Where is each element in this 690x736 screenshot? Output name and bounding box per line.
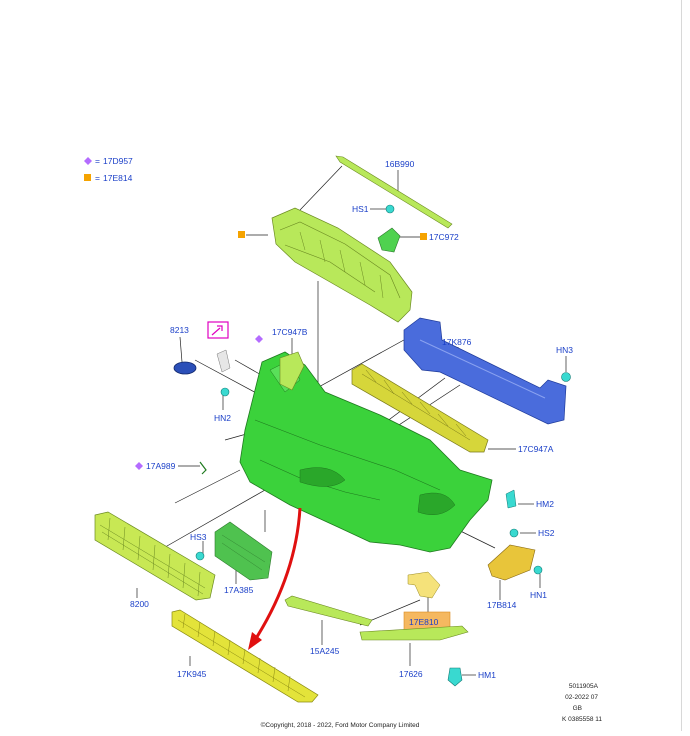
part-8213-ford-badge (173, 361, 197, 375)
label-HN2: HN2 (214, 413, 231, 423)
label-8200: 8200 (130, 599, 149, 609)
label-HS2: HS2 (538, 528, 555, 538)
part-17C947B-bracket (279, 351, 305, 391)
label-17A989: 17A989 (146, 461, 176, 471)
legend-sep-2: = (95, 173, 100, 183)
label-17E810: 17E810 (409, 617, 439, 627)
clip-HN1 (533, 565, 543, 575)
clip-HN3 (561, 372, 571, 382)
meta-region: GB (573, 705, 582, 712)
part-17E810-bracket (407, 571, 441, 599)
part-17C972-bracket (377, 227, 401, 253)
label-17626: 17626 (399, 669, 423, 679)
label-HS3: HS3 (190, 532, 207, 542)
legend-square-marker (84, 174, 91, 181)
clip-HS1 (385, 204, 395, 214)
diagram-meta: 5011905A 02-2022 07 GB K 0385558 11 (562, 683, 602, 723)
label-17C947B: 17C947B (272, 327, 308, 337)
clip-HM1 (447, 667, 463, 687)
label-17K945: 17K945 (177, 669, 207, 679)
part-17K945-grille (171, 609, 319, 703)
leader-lines (136, 165, 567, 676)
clip-HN2 (220, 387, 230, 397)
part-17K876-beam (403, 317, 567, 425)
part-15A245-strip (284, 595, 373, 627)
page-edge (681, 0, 682, 731)
meta-ref: 5011905A (569, 683, 599, 690)
marker-17D957-diamond (255, 335, 263, 343)
part-17C947A-absorber (351, 363, 489, 453)
meta-date: 02-2022 07 (565, 694, 598, 701)
label-HM1: HM1 (478, 670, 496, 680)
part-17E814-square-marker (238, 231, 245, 238)
label-HM2: HM2 (536, 499, 554, 509)
meta-code: K 0385558 11 (562, 716, 602, 723)
magenta-icon-box (207, 321, 229, 339)
label-HN1: HN1 (530, 590, 547, 600)
copyright-notice: ©Copyright, 2018 - 2022, Ford Motor Comp… (261, 721, 420, 729)
label-17A385: 17A385 (224, 585, 254, 595)
label-17C947A: 17C947A (518, 444, 554, 454)
label-HN3: HN3 (556, 345, 573, 355)
marker-17A989-diamond (135, 462, 143, 470)
clip-HS2 (509, 528, 519, 538)
label-16B990: 16B990 (385, 159, 415, 169)
legend-sep-1: = (95, 156, 100, 166)
label-17C972: 17C972 (429, 232, 459, 242)
label-15A245: 15A245 (310, 646, 340, 656)
part-8200-grille (94, 511, 216, 601)
legend-code-17D957: 17D957 (103, 156, 133, 166)
part-17A385-plate (214, 521, 273, 581)
part-17626-strip (359, 625, 469, 641)
part-labels: 16B990 HS1 17C972 8213 17C947B 17K876 HN… (130, 159, 573, 680)
part-17A989-clip (199, 461, 207, 475)
clip-HS3 (195, 551, 205, 561)
part-badge-bracket (216, 349, 231, 373)
part-17C972-square (420, 233, 427, 240)
label-HS1: HS1 (352, 204, 369, 214)
part-17B814-bracket (487, 544, 536, 581)
label-17K876: 17K876 (442, 337, 472, 347)
part-upper-carrier (271, 207, 413, 323)
part-16B990-strip (335, 155, 453, 229)
legend-diamond-marker (84, 157, 92, 165)
label-8213: 8213 (170, 325, 189, 335)
legend-code-17E814: 17E814 (103, 173, 133, 183)
red-direction-arrow (248, 507, 302, 650)
legend: = 17D957 = 17E814 (84, 156, 133, 183)
label-17B814: 17B814 (487, 600, 517, 610)
clip-HM2 (505, 489, 517, 509)
